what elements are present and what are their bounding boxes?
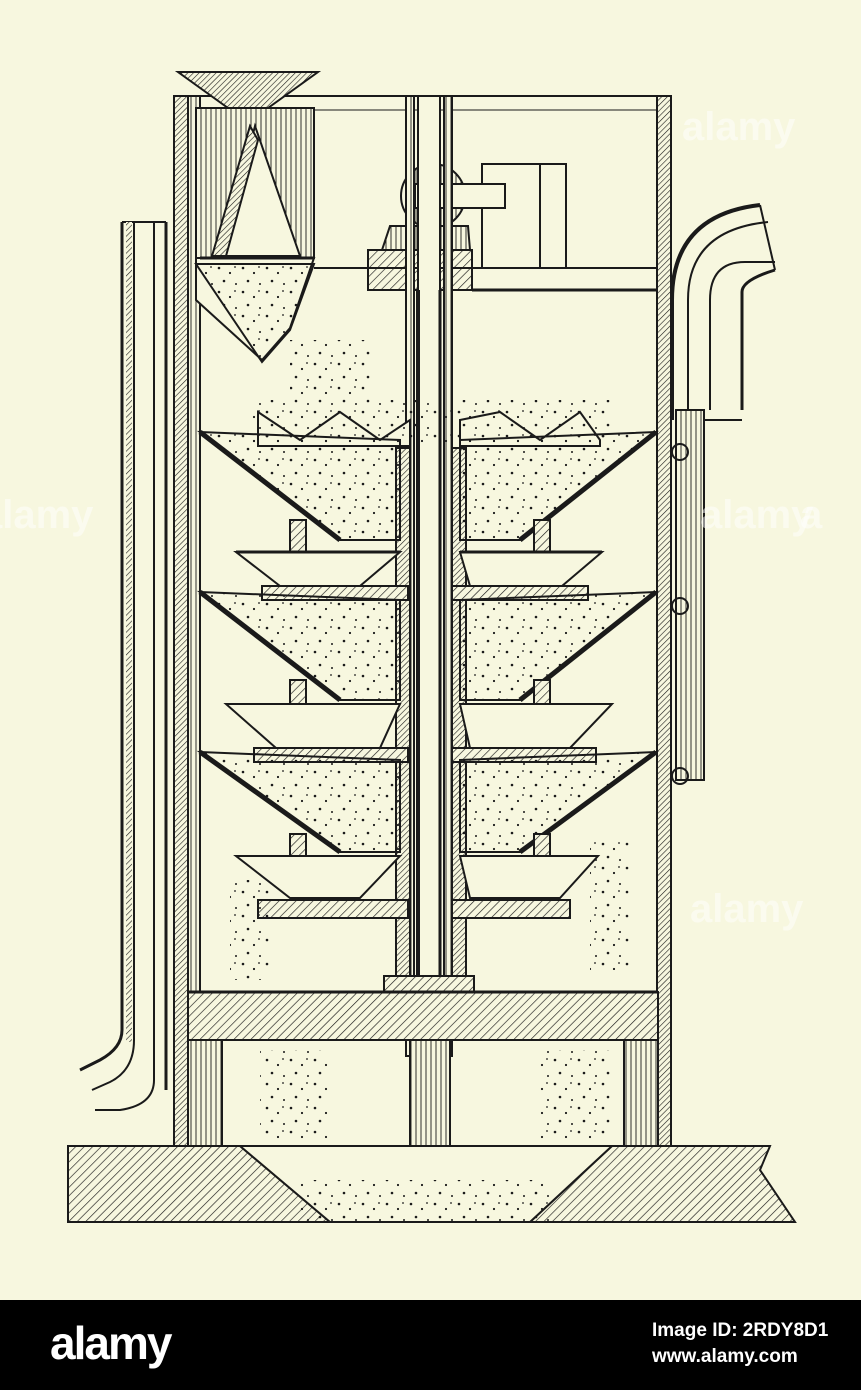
svg-text:a: a [800,493,823,537]
stock-footer-bar: alamy Image ID: 2RDY8D1 www.alamy.com [0,1300,861,1390]
right-pipe [670,203,776,785]
alamy-logo: alamy [50,1317,172,1369]
svg-text:alamy: alamy [690,887,804,931]
svg-text:alamy: alamy [0,493,94,537]
central-shaft [395,95,467,1057]
falling-grain [230,340,630,1140]
machine-drawing [67,71,797,1223]
engraving-illustration: alamy alamy alamy alamy a [0,0,861,1300]
cone-stage-1 [196,430,660,601]
svg-text:alamy: alamy [682,105,796,149]
website-label: www.alamy.com [652,1346,798,1367]
image-info: Image ID: 2RDY8D1 www.alamy.com [652,1318,828,1370]
svg-text:alamy: alamy [700,493,814,537]
image-id-label: Image ID: 2RDY8D1 [652,1320,829,1341]
left-pipe [79,221,168,1111]
cone-stage-3 [196,749,660,919]
feed-hopper [174,71,322,364]
drive-gear [314,163,657,292]
alamy-watermarks: alamy alamy alamy alamy a [0,105,823,931]
foundation [67,1145,797,1223]
base-plate [187,975,659,1147]
